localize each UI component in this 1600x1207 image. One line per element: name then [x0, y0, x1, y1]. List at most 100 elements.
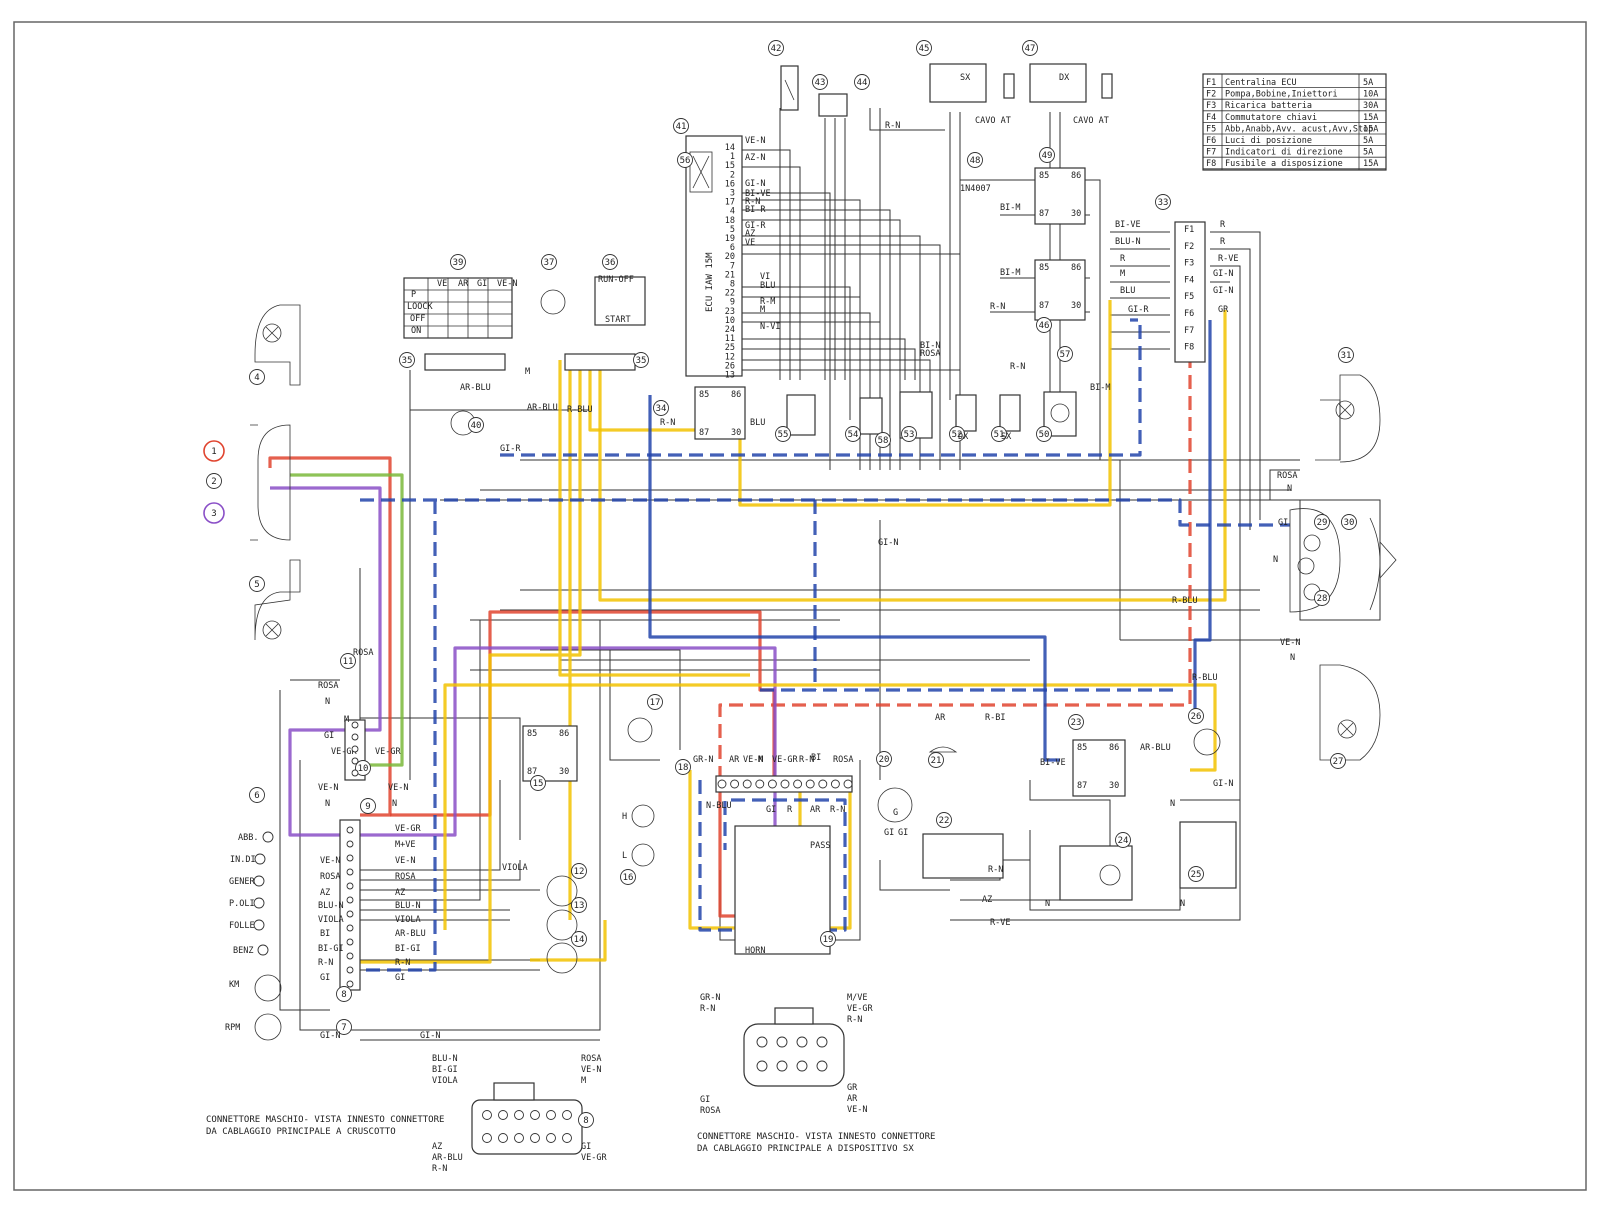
component-number: 25	[1191, 870, 1202, 880]
connector8-cavity	[530, 1133, 540, 1143]
connector-pin	[742, 779, 752, 789]
wire-label: AZ	[745, 229, 755, 239]
component-number: 19	[823, 935, 834, 945]
wire-label: N-VI	[760, 322, 780, 332]
fuse-label: F2	[1184, 242, 1194, 252]
ecu-pin: 10	[725, 316, 735, 326]
wire-label: ROSA	[395, 872, 415, 882]
connector-pin	[346, 952, 354, 960]
wire-label: ROSA	[320, 872, 340, 882]
fuse-table-amp: 15A	[1363, 124, 1378, 134]
connector8-cavity	[514, 1133, 524, 1143]
fuse-table-id: F1	[1206, 78, 1216, 88]
ecu-pin: 25	[725, 343, 735, 353]
component-callout	[399, 352, 415, 368]
component-callout	[530, 775, 546, 791]
ecu-pin: 26	[725, 361, 735, 371]
component-number: 33	[1158, 198, 1169, 208]
wire-label: GI-N	[1213, 269, 1233, 279]
dashboard-indicator-label: BENZ	[233, 946, 253, 956]
component-callout	[876, 751, 892, 767]
ecu-pin: 8	[730, 280, 735, 290]
wire-label: M	[344, 715, 349, 725]
component-number: 13	[574, 901, 585, 911]
diagram-labels: F1 Centralina ECU 5A F2 Pompa,Bobine,Inietto…	[203, 40, 1386, 1174]
relay-pin: 86	[1109, 743, 1119, 753]
wire-label: GI	[324, 731, 334, 741]
wire-label: VE-N	[745, 136, 765, 146]
connector-pin	[805, 779, 815, 789]
connector-pin	[730, 779, 740, 789]
component-callout	[633, 352, 649, 368]
component-callout	[571, 897, 587, 913]
component-number: 29	[1317, 518, 1328, 528]
wire-label: N	[325, 799, 330, 809]
dashboard-indicator-label: RPM	[225, 1023, 240, 1033]
wire-label: R	[1220, 220, 1226, 230]
wire-label: N	[1170, 799, 1175, 809]
fuse-label: F5	[1184, 292, 1194, 302]
wire-label: BLU-N	[318, 901, 344, 911]
wire-label: VE-N	[395, 856, 415, 866]
component-number: 28	[1317, 594, 1328, 604]
component-number: 1	[211, 447, 216, 457]
indicator-lamp	[253, 897, 265, 909]
relay-pin: 30	[731, 428, 741, 438]
wire-label: BLU	[1120, 286, 1135, 296]
switch-label: PASS	[810, 841, 830, 851]
wire-label: BI-VE	[745, 189, 771, 199]
fuse-table-desc: Centralina ECU	[1225, 78, 1297, 88]
connector-pin	[755, 779, 765, 789]
dashboard-indicator-label: GENER	[229, 877, 255, 887]
component-callout	[845, 426, 861, 442]
connector8-pin-label: AR-BLU	[432, 1153, 463, 1163]
connector-pin	[830, 779, 840, 789]
component-number: 2	[211, 477, 216, 487]
relay-pin: 85	[699, 390, 709, 400]
component-number: 3	[211, 509, 216, 519]
connector18-cavity	[776, 1036, 788, 1048]
relay-pin: 85	[1077, 743, 1087, 753]
wire-label: N	[392, 799, 397, 809]
wire-label: M+VE	[395, 840, 415, 850]
blue-dashed-highlight-trace	[500, 318, 1142, 457]
wire-label: R-N	[990, 302, 1005, 312]
wire-label: GI-N	[1213, 779, 1233, 789]
fuse-table-desc: Pompa,Bobine,Iniettori	[1225, 90, 1338, 100]
fuse-table-id: F2	[1206, 90, 1216, 100]
connector-pin	[351, 721, 359, 729]
component-number: 41	[676, 122, 687, 132]
wire-label: R-N	[885, 121, 900, 131]
wire-label: VI	[760, 272, 770, 282]
connector8-cavity	[562, 1110, 572, 1120]
wire-label: VE-GR	[375, 747, 401, 757]
wire-label: R-N	[799, 755, 814, 765]
fuse-table-amp: 5A	[1363, 148, 1373, 158]
component-number: 9	[365, 802, 370, 812]
relay-pin: 87	[1039, 301, 1049, 311]
switch-label: LOOCK	[407, 302, 433, 312]
switch-label: CAVO AT	[975, 116, 1011, 126]
wire-label: AR-BLU	[1140, 743, 1171, 753]
connector8-cavity	[514, 1110, 524, 1120]
connector-pin	[351, 757, 359, 765]
component-number: 24	[1118, 836, 1129, 846]
component-number: 55	[778, 430, 789, 440]
component-number: 43	[815, 78, 826, 88]
switch-label: L	[622, 851, 627, 861]
dashboard-indicator-label: IN.DIR	[230, 855, 262, 865]
component-callout	[647, 694, 663, 710]
connector8-pin-label: ROSA	[581, 1054, 601, 1064]
component-number: 40	[471, 421, 482, 431]
ecu-pin: 16	[725, 179, 735, 189]
relay-pin: 86	[731, 390, 741, 400]
switch-label: SX	[1001, 432, 1012, 442]
fuse-table-id: F7	[1206, 148, 1216, 158]
component-callout	[336, 986, 352, 1002]
wire-label: ROSA	[353, 648, 373, 658]
component-callout	[249, 369, 265, 385]
red-highlight-trace	[718, 780, 740, 918]
connector-pin	[793, 779, 803, 789]
connector18-cavity	[756, 1036, 768, 1048]
wire-label: GI-N	[1213, 286, 1233, 296]
